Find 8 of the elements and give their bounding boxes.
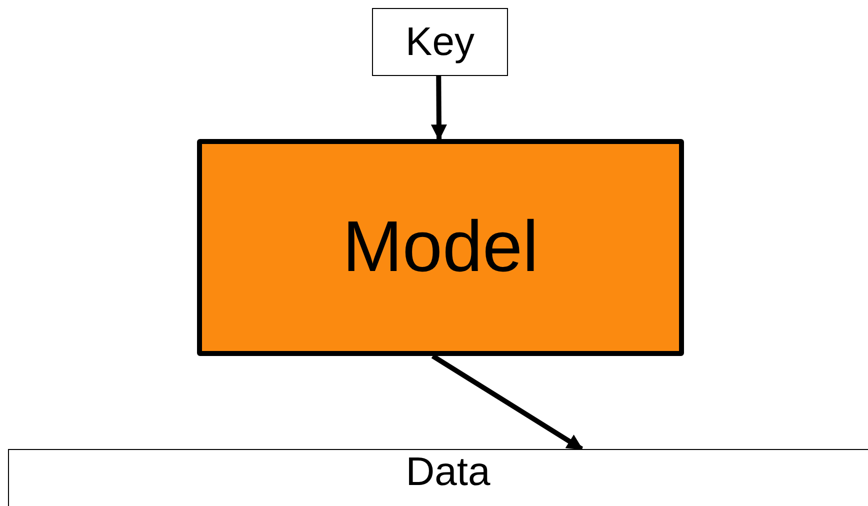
- node-label: Data: [406, 450, 490, 494]
- data-band: [8, 449, 868, 506]
- model-box: [197, 139, 684, 356]
- arrow: [430, 76, 447, 141]
- key-box: [372, 8, 508, 76]
- arrow: [431, 354, 584, 452]
- node-label: Key: [406, 20, 474, 64]
- node-label: Model: [342, 208, 539, 288]
